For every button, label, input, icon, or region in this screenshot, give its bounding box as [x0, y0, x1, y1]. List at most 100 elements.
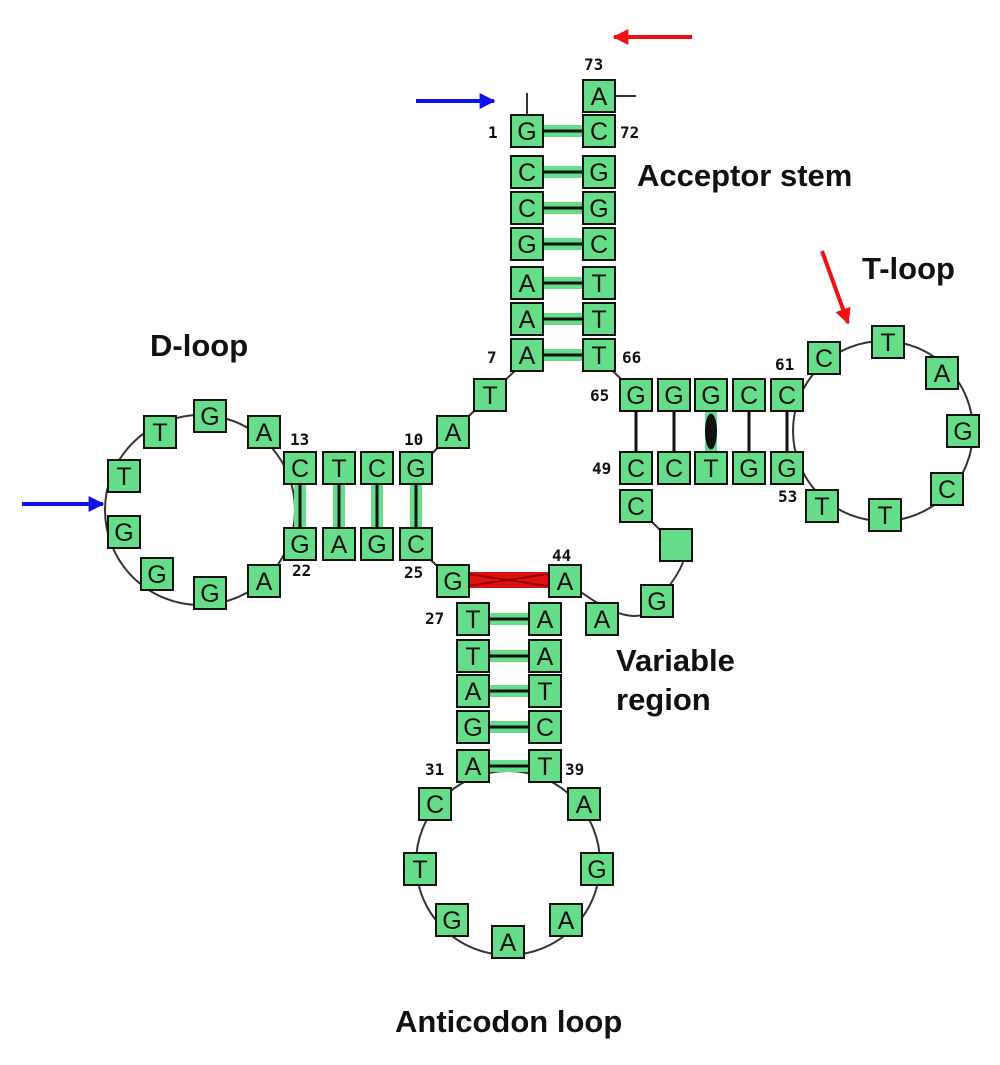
nucleotide-box: [871, 325, 905, 359]
tertiary-bond-cross-b: [467, 573, 549, 587]
nucleotide-box: [143, 415, 177, 449]
nucleotide-s7: A: [510, 338, 544, 372]
nucleotide-box: [770, 451, 804, 485]
nucleotide-v47: [659, 528, 693, 562]
nucleotide-c27: T: [456, 602, 490, 636]
nucleotide-t59: T: [871, 325, 905, 359]
nucleotide-letter: A: [519, 306, 536, 334]
position-number-31: 31: [425, 760, 444, 779]
nucleotide-box: [582, 191, 616, 225]
nucleotide-letter: A: [465, 753, 482, 781]
nucleotide-box: [582, 155, 616, 189]
nucleotide-box: [360, 451, 394, 485]
nucleotide-letter: G: [443, 568, 462, 596]
nucleotide-letter: C: [627, 455, 645, 483]
nucleotide-v45: A: [585, 602, 619, 636]
nucleotide-letter: C: [518, 159, 536, 187]
nucleotide-letter: A: [591, 83, 608, 111]
nucleotide-letter: T: [537, 678, 552, 706]
nucleotide-c34: G: [435, 903, 469, 937]
nucleotide-letter: T: [482, 382, 497, 410]
nucleotide-t60: C: [807, 341, 841, 375]
nucleotide-box: [582, 114, 616, 148]
nucleotide-t57: G: [946, 414, 980, 448]
position-number-73: 73: [584, 55, 603, 74]
nucleotide-letter: T: [412, 856, 427, 884]
wobble-pair-ellipse: [705, 413, 717, 450]
nucleotide-letter: C: [368, 455, 386, 483]
position-number-27: 27: [425, 609, 444, 628]
wobble-pair-t51-t63: [705, 395, 717, 468]
nucleotide-t61: C: [770, 378, 804, 412]
nucleotide-letter: G: [701, 382, 720, 410]
nucleotide-box: [619, 451, 653, 485]
nucleotide-c43: A: [528, 602, 562, 636]
nucleotide-box: [925, 356, 959, 390]
nucleotide-v46: G: [640, 584, 674, 618]
nucleotide-letter: G: [587, 856, 606, 884]
position-number-10: 10: [404, 430, 423, 449]
nucleotide-c32: C: [418, 787, 452, 821]
nucleotide-box: [640, 584, 674, 618]
nucleotide-box: [399, 527, 433, 561]
nucleotide-box: [548, 564, 582, 598]
nucleotide-box: [732, 378, 766, 412]
nucleotide-box: [657, 378, 691, 412]
variable-region-label-line1: Variable: [616, 643, 735, 678]
nucleotide-letter: C: [740, 382, 758, 410]
nucleotide-c31: A: [456, 749, 490, 783]
nucleotide-letter: A: [256, 419, 273, 447]
nucleotide-box: [456, 710, 490, 744]
position-number-25: 25: [404, 563, 423, 582]
nucleotide-box: [510, 155, 544, 189]
nucleotide-t65: G: [619, 378, 653, 412]
anticodon-loop-label: Anticodon loop: [395, 1004, 622, 1039]
nucleotide-letter: G: [463, 714, 482, 742]
nucleotide-c37: G: [580, 852, 614, 886]
nucleotide-c38: A: [567, 787, 601, 821]
position-number-13: 13: [290, 430, 309, 449]
nucleotide-letter: C: [938, 476, 956, 504]
nucleotide-letter: G: [147, 561, 166, 589]
nucleotide-box: [619, 378, 653, 412]
t-loop-label: T-loop: [862, 251, 955, 286]
nucleotide-t62: C: [732, 378, 766, 412]
nucleotide-letter: T: [537, 753, 552, 781]
nucleotide-letter: T: [116, 463, 131, 491]
nucleotide-box: [436, 415, 470, 449]
nucleotide-s66: T: [582, 338, 616, 372]
nucleotide-letter: A: [557, 568, 574, 596]
nucleotide-d14: A: [247, 415, 281, 449]
nucleotide-box: [456, 639, 490, 673]
nucleotide-letter: G: [664, 382, 683, 410]
nucleotide-t53: G: [770, 451, 804, 485]
acceptor-stem-label: Acceptor stem: [637, 158, 852, 193]
nucleotide-box: [510, 302, 544, 336]
nucleotide-letter: A: [537, 643, 554, 671]
nucleotide-letter: T: [703, 455, 718, 483]
nucleotide-letter: T: [877, 502, 892, 530]
nucleotide-d13: C: [283, 451, 317, 485]
position-numbers: 73 1 72 7 66 65 61 10 13 49 53 22 25 44 …: [290, 55, 797, 779]
nucleotide-letter: A: [594, 606, 611, 634]
nucleotide-letter: G: [200, 403, 219, 431]
nucleotide-letter: G: [517, 118, 536, 146]
nucleotide-box: [140, 557, 174, 591]
nucleotide-box: [582, 227, 616, 261]
nucleotide-box: [322, 527, 356, 561]
nucleotide-box: [946, 414, 980, 448]
nucleotide-box: [456, 602, 490, 636]
nucleotide-letter: C: [627, 493, 645, 521]
nucleotide-t55: T: [868, 498, 902, 532]
nucleotide-box: [107, 515, 141, 549]
nucleotide-box: [770, 378, 804, 412]
nucleotide-box: [549, 903, 583, 937]
region-labels: Acceptor stem T-loop D-loop Variable reg…: [150, 158, 955, 1039]
nucleotide-s70: G: [582, 191, 616, 225]
nucleotide-d22: G: [283, 527, 317, 561]
nucleotide-box: [436, 564, 470, 598]
nucleotide-letter: G: [200, 580, 219, 608]
position-number-49: 49: [592, 459, 611, 478]
